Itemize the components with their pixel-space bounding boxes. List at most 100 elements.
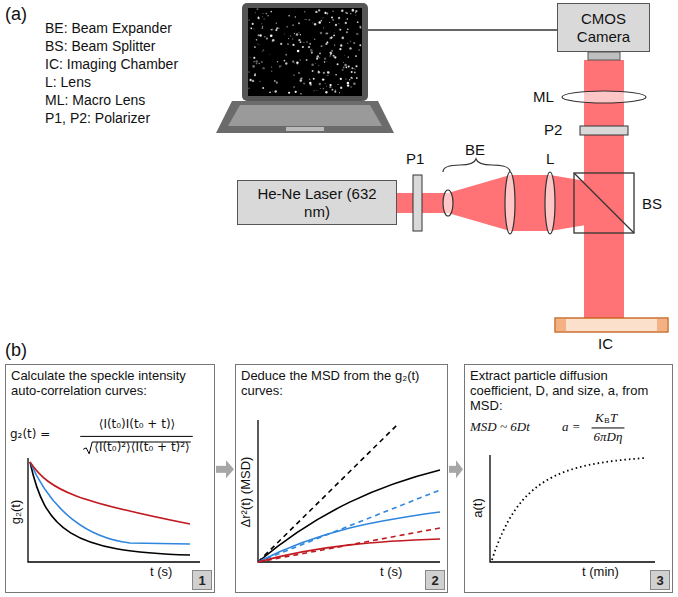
speckle-dot xyxy=(311,52,313,54)
speckle-dot xyxy=(341,10,343,12)
speckle-dot xyxy=(340,78,342,80)
speckle-dot xyxy=(310,49,313,52)
speckle-dot xyxy=(298,22,300,24)
line-red-dashed xyxy=(258,528,440,562)
speckle-dot xyxy=(325,83,326,84)
speckle-dot xyxy=(316,58,318,60)
msd-graph xyxy=(258,420,440,562)
speckle-dot xyxy=(292,24,294,26)
step-number: 2 xyxy=(425,570,445,590)
speckle-dot xyxy=(340,44,342,46)
laser-box: He-Ne Laser (632 nm) xyxy=(237,180,397,225)
arrow-head xyxy=(456,460,463,478)
data-cable xyxy=(368,29,557,31)
speckle-dot xyxy=(276,27,278,29)
fraction-bar xyxy=(592,427,625,428)
curve-red xyxy=(30,462,190,524)
polarizer-p1 xyxy=(413,175,422,231)
label-text: L xyxy=(546,150,554,167)
speckle-dot xyxy=(292,44,294,46)
speckle-dot xyxy=(274,80,276,82)
speckle-dot xyxy=(277,61,278,62)
curve-red xyxy=(258,539,440,562)
speckle-dot xyxy=(269,91,271,93)
speckle-dot xyxy=(323,88,325,90)
g2-graph xyxy=(28,458,200,562)
speckle-dot xyxy=(279,66,280,67)
node-text: Extract particle diffusion coefficient, … xyxy=(470,368,667,413)
speckle-dot xyxy=(293,74,294,75)
label-text: Δr²(t) (MSD) xyxy=(239,457,254,528)
node-text: CMOS Camera xyxy=(564,10,643,46)
speckle-dot xyxy=(293,86,295,88)
speckle-dot xyxy=(283,60,285,62)
axes xyxy=(490,455,655,562)
speckle-dot xyxy=(270,11,272,13)
speckle-dot xyxy=(308,19,310,21)
speckle-dot xyxy=(302,46,304,48)
speckle-dot xyxy=(359,26,361,28)
speckle-dot xyxy=(274,90,276,92)
speckle-dot xyxy=(300,59,301,60)
speckle-dot xyxy=(298,72,300,74)
speckle-dot xyxy=(334,56,336,58)
speckle-dot xyxy=(322,78,324,80)
step-panel: Extract particle diffusion coefficient, … xyxy=(464,364,673,593)
label-text: IC xyxy=(598,335,613,352)
speckle-dot xyxy=(327,75,328,76)
speckle-dot xyxy=(320,32,323,35)
speckle-dot xyxy=(253,57,255,59)
speckle-dot xyxy=(351,77,353,79)
fraction-bar xyxy=(80,436,193,437)
speckle-dot xyxy=(333,32,335,34)
speckle-dot xyxy=(254,46,256,48)
speckle-dot xyxy=(312,70,314,72)
speckle-dot xyxy=(272,39,274,41)
speckle-dot xyxy=(313,90,314,91)
speckle-dot xyxy=(306,41,308,43)
speckle-dot xyxy=(326,86,327,87)
speckle-dot xyxy=(258,17,260,19)
speckle-dot xyxy=(356,77,358,79)
speckle-dot xyxy=(319,83,321,85)
label-text: BE: Beam Expander xyxy=(45,20,172,36)
speckle-dot xyxy=(288,92,290,94)
speckle-dot xyxy=(331,17,333,19)
speckle-dot xyxy=(319,53,321,55)
speckle-dot xyxy=(257,8,259,10)
label-text: L: Lens xyxy=(45,74,91,90)
speckle-dot xyxy=(275,29,277,31)
label-text: ML: Macro Lens xyxy=(45,92,145,108)
arrow-head xyxy=(226,460,234,478)
speckle-dot xyxy=(315,11,317,13)
speckle-dot xyxy=(331,36,333,38)
laptop-lid xyxy=(242,3,368,101)
curve-black xyxy=(258,470,440,562)
speckle-dot xyxy=(329,84,331,86)
speckle-dot xyxy=(331,50,333,52)
chamber-wall xyxy=(556,319,566,331)
speckle-dot xyxy=(334,91,336,93)
radical-sign xyxy=(83,442,191,454)
label-text: ⟨I(t₀)²⟩⟨I(t₀ + t)²⟩ xyxy=(94,441,190,455)
speckle-dot xyxy=(340,86,342,88)
speckle-dot xyxy=(306,59,308,61)
speckle-dot xyxy=(262,27,263,28)
speckle-dot xyxy=(312,22,313,23)
label-text: K xyxy=(595,411,604,426)
speckle-dot xyxy=(256,60,258,62)
arrow-shaft xyxy=(449,466,456,473)
speckle-dot xyxy=(339,48,341,50)
speckle-dot xyxy=(354,72,356,74)
speckle-dot xyxy=(304,11,305,12)
speckle-dot xyxy=(311,52,313,54)
speckle-dot xyxy=(338,23,340,25)
speckle-dot xyxy=(257,17,259,19)
speckle-dot xyxy=(270,35,273,38)
speckle-dot xyxy=(279,66,281,68)
speckle-dot xyxy=(300,41,302,43)
line-black-dashed xyxy=(258,424,398,562)
axes xyxy=(258,420,440,562)
curve-blue xyxy=(30,462,190,544)
speckle-dot xyxy=(318,71,320,73)
